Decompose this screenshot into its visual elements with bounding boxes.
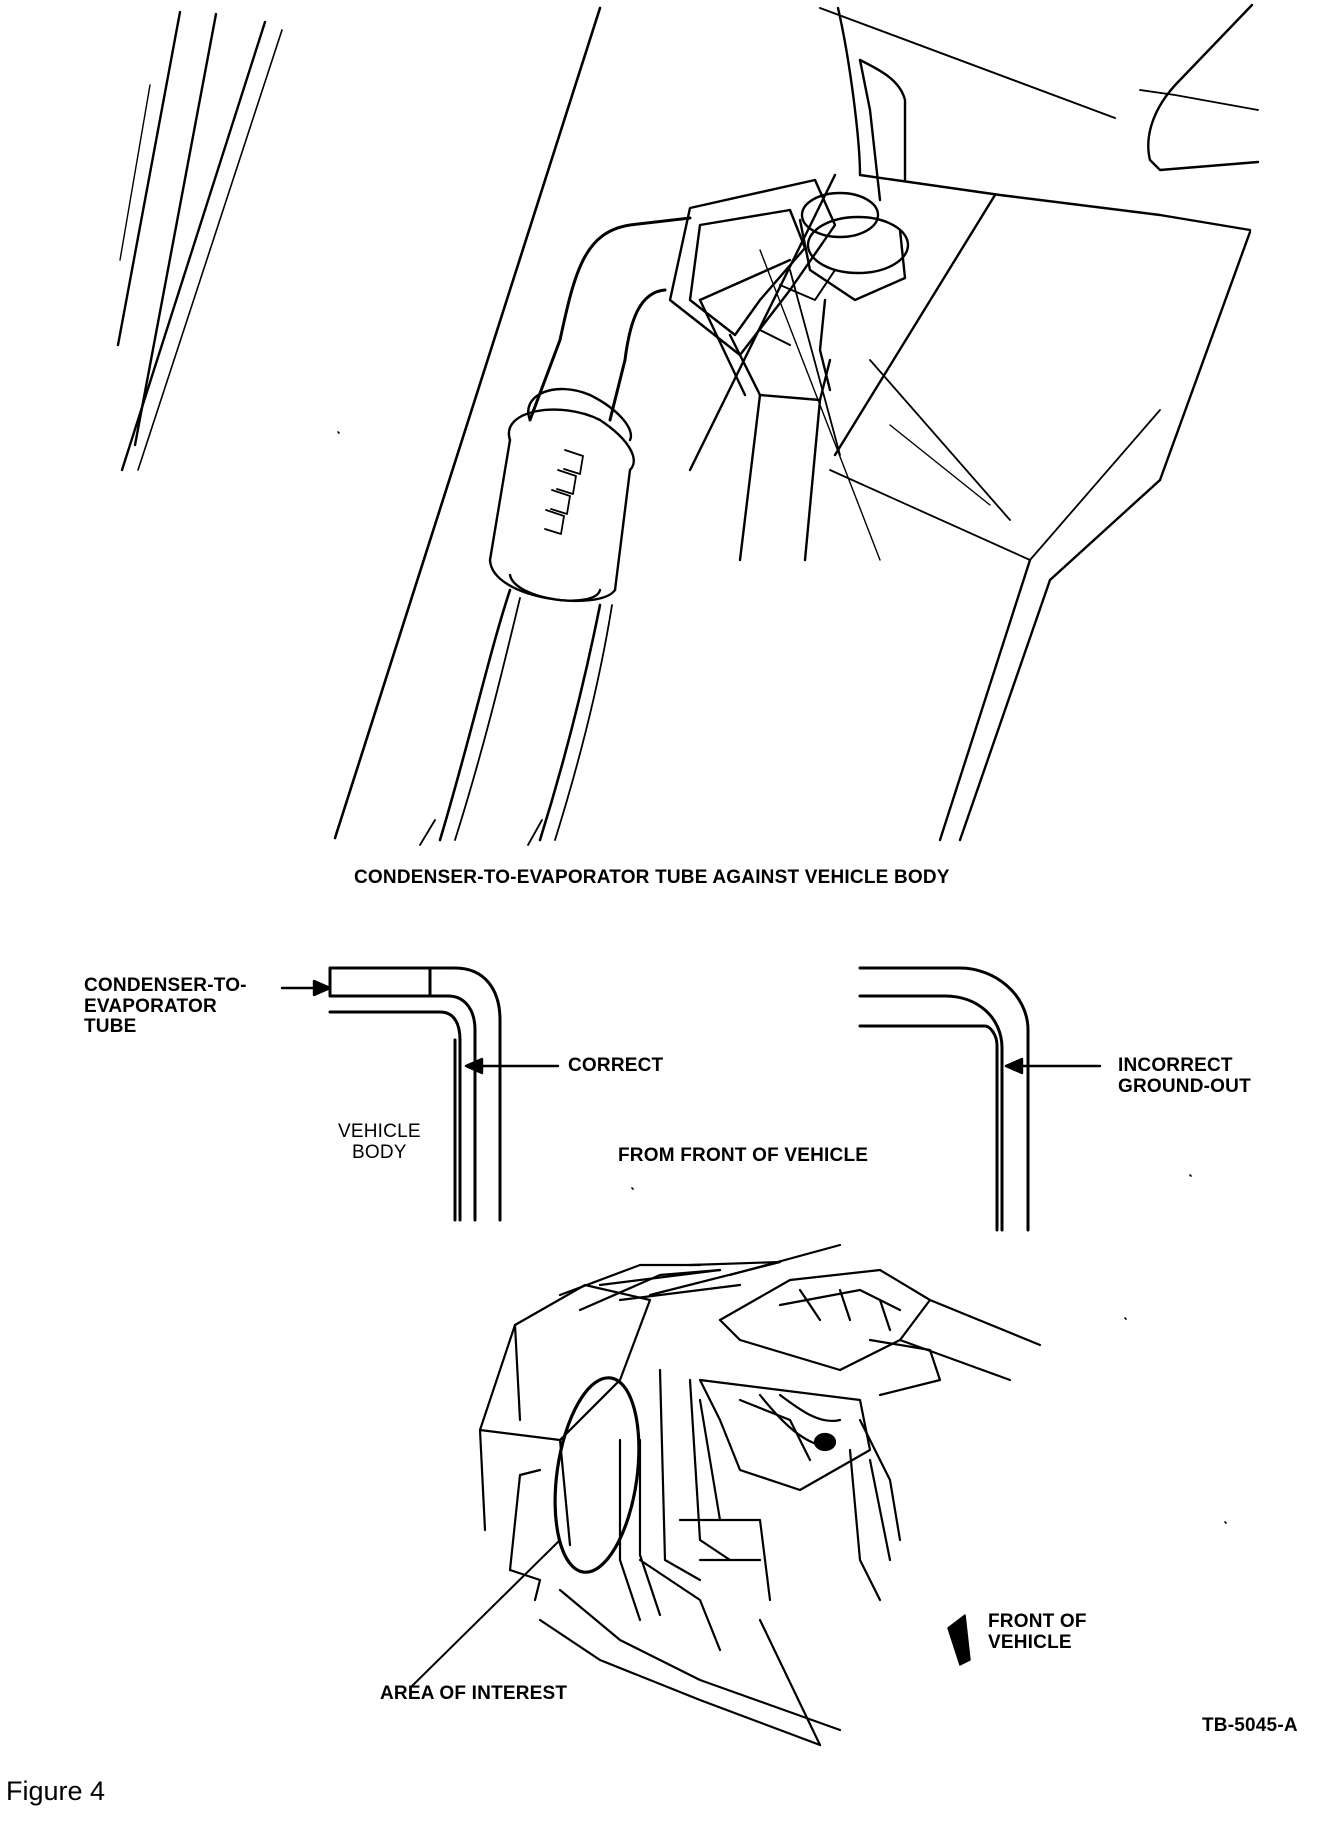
vehicle-body-label-line-2: BODY: [352, 1141, 407, 1163]
tube-against-body-illustration: [116, 3, 1260, 846]
tube-label: CONDENSER-TO- EVAPORATOR TUBE: [84, 975, 247, 1038]
top-caption: CONDENSER-TO-EVAPORATOR TUBE AGAINST VEH…: [354, 867, 950, 888]
tube-pointer-arrow: [280, 979, 332, 997]
drawing-code: TB-5045-A: [1202, 1715, 1298, 1736]
tube-label-line-2: EVAPORATOR: [84, 995, 217, 1017]
correct-label: CORRECT: [568, 1055, 664, 1076]
figure-label: Figure 4: [6, 1776, 106, 1806]
vehicle-body-label: VEHICLE BODY: [338, 1121, 421, 1163]
incorrect-label-line-2: GROUND-OUT: [1118, 1075, 1251, 1097]
engine-bay-illustration: [411, 1243, 1042, 1747]
scan-specks: [337, 431, 1227, 1524]
incorrect-label-line-1: INCORRECT: [1118, 1055, 1233, 1076]
tube-label-line-1: CONDENSER-TO-: [84, 975, 247, 996]
correct-tube-diagram: [328, 966, 502, 1222]
correct-pointer-arrow: [464, 1057, 560, 1075]
front-of-vehicle-line-2: VEHICLE: [988, 1631, 1072, 1653]
incorrect-tube-diagram: [858, 966, 1030, 1232]
front-of-vehicle-label: FRONT OF VEHICLE: [988, 1611, 1087, 1653]
front-of-vehicle-line-1: FRONT OF: [988, 1611, 1087, 1632]
from-front-label: FROM FRONT OF VEHICLE: [618, 1145, 869, 1166]
incorrect-pointer-arrow: [1004, 1057, 1102, 1075]
front-of-vehicle-arrow: [947, 1614, 971, 1666]
area-of-interest-label: AREA OF INTEREST: [380, 1683, 568, 1704]
incorrect-label: INCORRECT GROUND-OUT: [1118, 1055, 1251, 1097]
vehicle-body-label-line-1: VEHICLE: [338, 1121, 421, 1142]
tube-label-line-3: TUBE: [84, 1016, 137, 1038]
